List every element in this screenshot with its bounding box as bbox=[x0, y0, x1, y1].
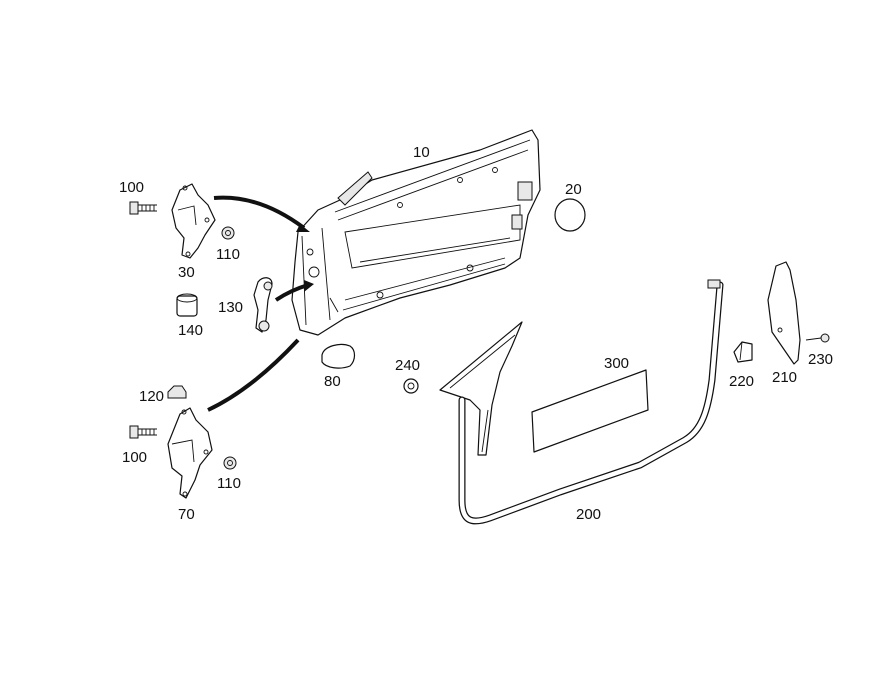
clip-240 bbox=[403, 378, 419, 394]
nut-upper bbox=[221, 226, 235, 240]
assembly-arrows bbox=[207, 195, 314, 412]
callout-100-lower: 100 bbox=[122, 449, 147, 466]
callout-300: 300 bbox=[604, 355, 629, 372]
callout-80: 80 bbox=[324, 373, 341, 390]
callout-70: 70 bbox=[178, 506, 195, 523]
callout-210: 210 bbox=[772, 369, 797, 386]
bolt-upper bbox=[129, 201, 157, 215]
callout-110-lower: 110 bbox=[217, 475, 241, 492]
plug-20 bbox=[554, 198, 586, 232]
callout-200: 200 bbox=[576, 506, 601, 523]
bracket-210 bbox=[767, 261, 801, 365]
callout-10: 10 bbox=[413, 144, 430, 161]
callout-230: 230 bbox=[808, 351, 833, 368]
screw-230 bbox=[805, 333, 830, 343]
callout-20: 20 bbox=[565, 181, 582, 198]
callout-120: 120 bbox=[139, 388, 164, 405]
upper-hinge bbox=[171, 183, 216, 259]
plug-80 bbox=[321, 343, 356, 369]
nut-lower bbox=[223, 456, 237, 470]
callout-labels: 10 20 30 70 80 100 100 110 110 120 130 1… bbox=[119, 144, 833, 523]
callout-110-upper: 110 bbox=[216, 246, 240, 263]
callout-130: 130 bbox=[218, 299, 243, 316]
bolt-lower bbox=[129, 425, 157, 439]
buffer-140 bbox=[176, 293, 198, 317]
callout-140: 140 bbox=[178, 322, 203, 339]
mirror-triangle bbox=[439, 321, 523, 456]
seal-200 bbox=[458, 279, 724, 525]
callout-240: 240 bbox=[395, 357, 420, 374]
door-check bbox=[253, 277, 273, 333]
door-shell bbox=[291, 129, 541, 336]
callout-220: 220 bbox=[729, 373, 754, 390]
film-300 bbox=[531, 369, 649, 453]
callout-100-upper: 100 bbox=[119, 179, 144, 196]
callout-30: 30 bbox=[178, 264, 195, 281]
lower-hinge bbox=[167, 407, 213, 499]
stop-220 bbox=[733, 341, 753, 363]
cap-120 bbox=[167, 385, 187, 399]
